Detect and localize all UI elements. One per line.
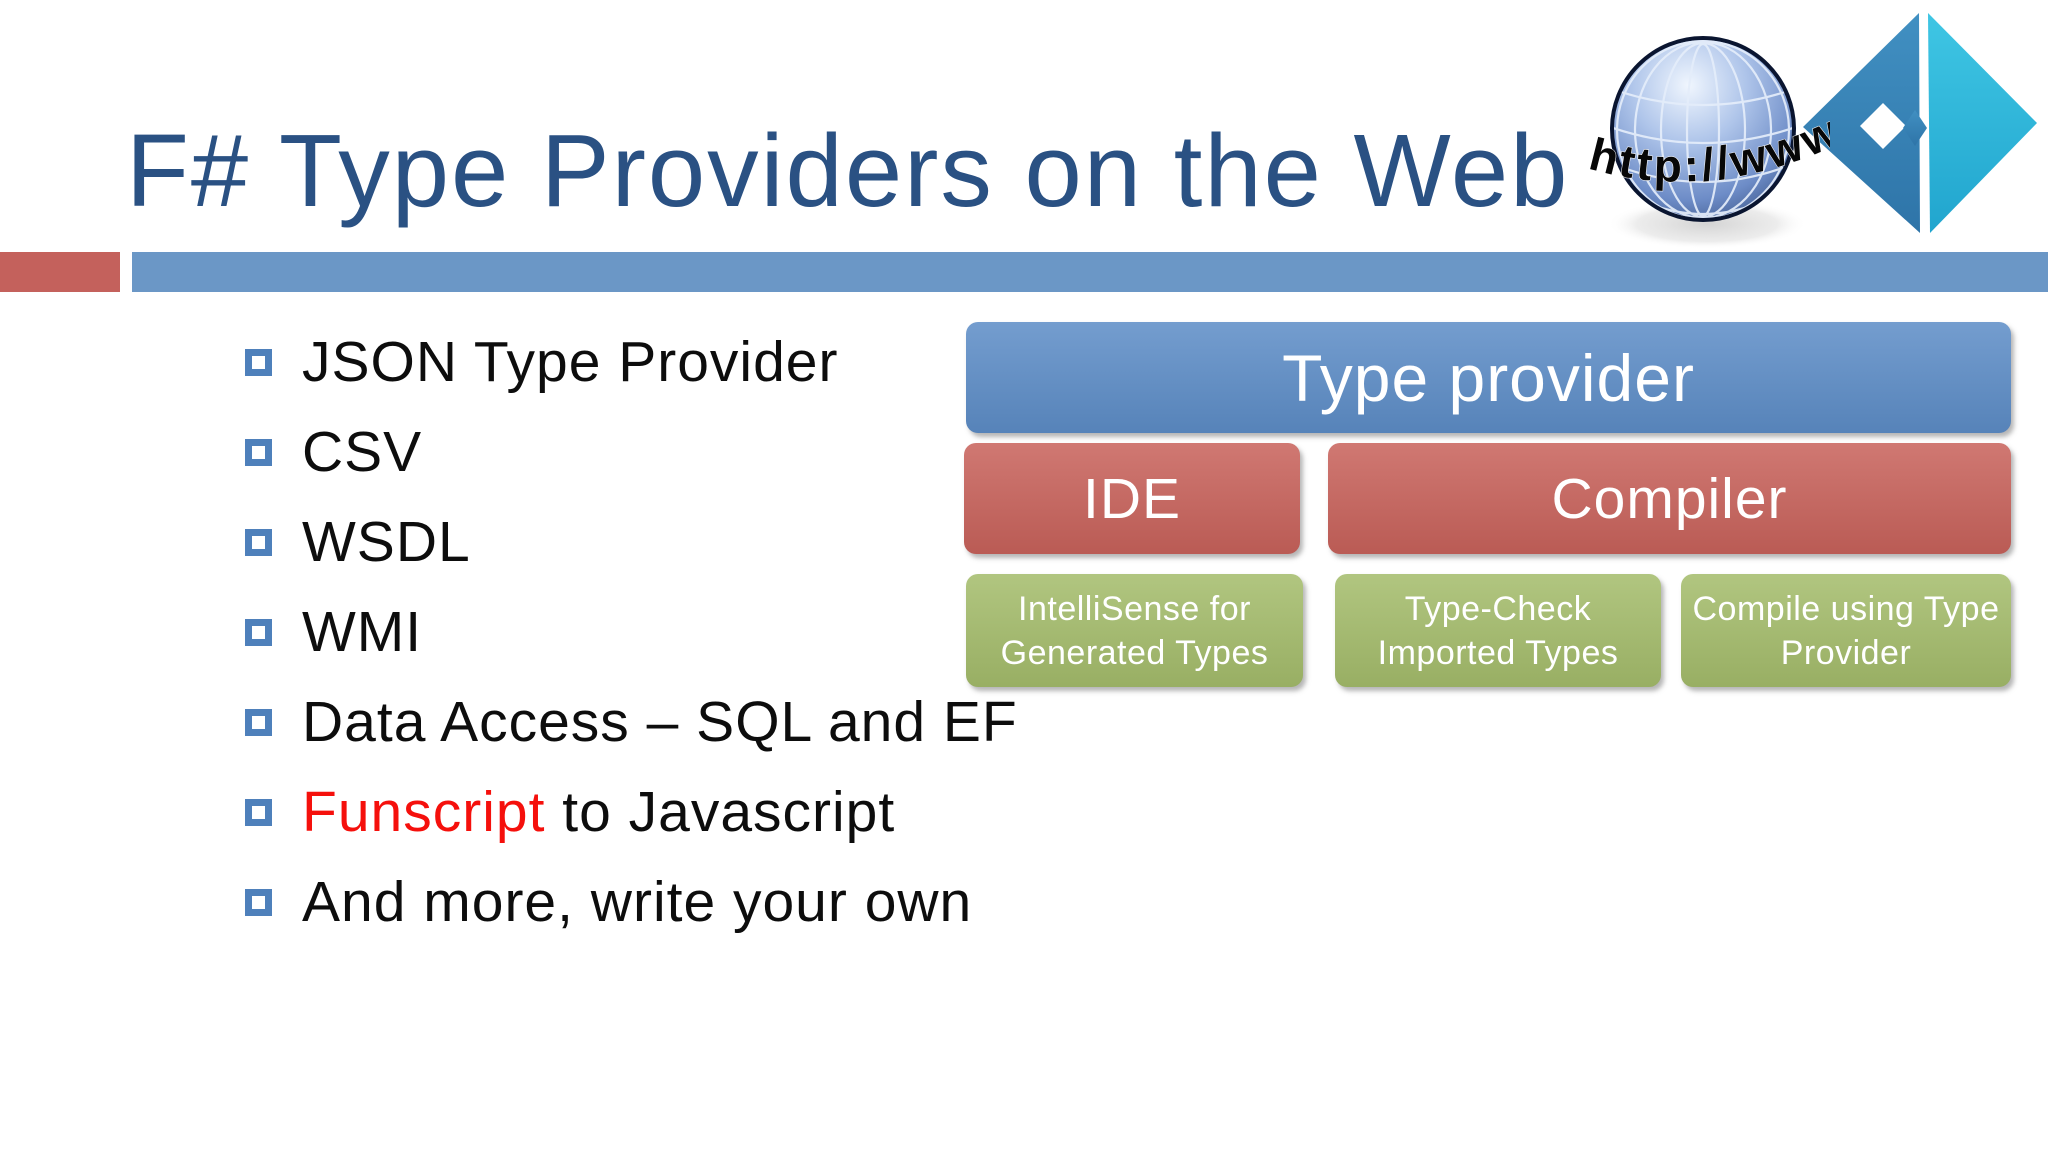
list-item: JSON Type Provider	[245, 317, 1005, 407]
list-item-text: WMI	[302, 600, 423, 664]
diagram-box-label: IntelliSense for Generated Types	[1000, 589, 1269, 672]
globe-icon: http://www	[1585, 36, 1830, 249]
accent-bar-red-segment	[0, 252, 120, 292]
list-item: WSDL	[245, 497, 1005, 587]
diagram-box-typecheck: Type-Check Imported Types	[1335, 574, 1661, 687]
diagram-box-label: IDE	[1082, 466, 1182, 531]
list-item-text: JSON Type Provider	[302, 330, 839, 394]
bullet-square-icon	[245, 708, 272, 736]
accent-bar-blue-segment	[132, 252, 2048, 292]
diagram-box-compiler: Compiler	[1328, 443, 2011, 554]
diagram-box-label: Type-Check Imported Types	[1377, 589, 1619, 672]
list-item-text: CSV	[302, 420, 423, 484]
list-item-text: Funscript to Javascript	[302, 780, 896, 844]
fsharp-logo-icon	[1803, 13, 2037, 233]
diagram-box-label: Compiler	[1551, 466, 1788, 531]
bullet-square-icon	[245, 798, 272, 826]
diagram-box-intellisense: IntelliSense for Generated Types	[966, 574, 1303, 687]
diagram-box-type-provider: Type provider	[966, 322, 2011, 433]
list-item: WMI	[245, 587, 1005, 677]
list-item-text: Data Access – SQL and EF	[302, 690, 1018, 754]
page-title: F# Type Providers on the Web	[126, 113, 1570, 228]
bullet-square-icon	[245, 438, 272, 466]
diagram-box-label: Compile using Type Provider	[1692, 589, 2000, 672]
diagram-box-ide: IDE	[964, 443, 1300, 554]
bullet-square-icon	[245, 888, 272, 916]
list-item-text: WSDL	[302, 510, 471, 574]
diagram-box-label: Type provider	[1282, 340, 1695, 415]
list-item: CSV	[245, 407, 1005, 497]
list-item: Data Access – SQL and EF	[245, 677, 1017, 767]
bullet-square-icon	[245, 528, 272, 556]
list-item-text: And more, write your own	[302, 870, 973, 934]
list-item: Funscript to Javascript	[245, 767, 1005, 857]
bullet-square-icon	[245, 618, 272, 646]
diagram-box-compile: Compile using Type Provider	[1681, 574, 2011, 687]
globe-shadow	[1607, 199, 1807, 249]
bullet-square-icon	[245, 348, 272, 376]
list-item: And more, write your own	[245, 857, 1005, 947]
